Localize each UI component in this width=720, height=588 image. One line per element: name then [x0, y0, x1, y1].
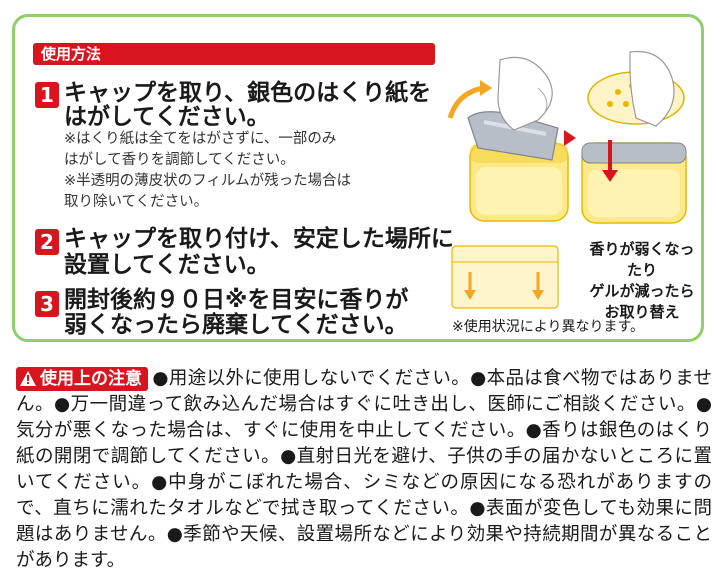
down-arrow-icon [602, 170, 618, 182]
hand-left-icon [497, 56, 553, 131]
step-3-number: 3 [35, 291, 59, 317]
hand-right-icon [629, 50, 675, 127]
rotate-arrowhead-icon [480, 80, 492, 96]
step-2-number: 2 [35, 229, 59, 255]
caution-paragraph: 使用上の注意●用途以外に使用しないでください。●本品は食べ物ではありません。●万… [16, 366, 712, 574]
caution-badge-label: 使用上の注意 [40, 369, 142, 389]
replace-note: 香りが弱くなったり ゲルが減ったら お取り替え [584, 239, 700, 323]
step-1-note-4: 取り除いてください。 [64, 194, 209, 210]
usage-header: 使用方法 [33, 43, 435, 65]
step-2-line-1: キャップを取り付け、安定した場所に [64, 226, 454, 252]
step-3-line-1: 開封後約９０日※を目安に香りが [64, 287, 409, 313]
step-1-note-2: はがして香りを調節してください。 [64, 152, 295, 168]
product-diagram [447, 50, 687, 309]
replace-line-2: ゲルが減ったら [589, 282, 695, 300]
caution-section: 使用上の注意●用途以外に使用しないでください。●本品は食べ物ではありません。●万… [16, 366, 712, 574]
step-1-note-3: ※半透明の薄皮状のフィルムが残った場合は [64, 173, 352, 189]
usage-footnote: ※使用状況により異なります。 [452, 319, 645, 335]
rotate-arrow-icon [447, 85, 485, 119]
usage-illustration: 香りが弱くなったり ゲルが減ったら お取り替え ※使用状況により異なります。 [440, 48, 700, 338]
step-1-line-1: キャップを取り、銀色のはくり紙を [64, 80, 432, 106]
caution-badge: 使用上の注意 [16, 367, 148, 391]
step-3-line-2: 弱くなったら廃棄してください。 [64, 312, 408, 338]
replace-line-1: 香りが弱くなったり [589, 240, 695, 279]
replace-line-3: お取り替え [604, 303, 680, 321]
warning-icon [20, 371, 36, 386]
caution-text: ●用途以外に使用しないでください。●本品は食べ物ではありません。●万一間違って飲… [16, 368, 712, 571]
step-2-line-2: 設置してください。 [64, 252, 270, 278]
container-right [581, 142, 687, 224]
step-1-note-1: ※はくり紙は全てをはがさずに、一部のみ [64, 131, 337, 147]
next-step-arrow-icon [564, 130, 576, 146]
gauge-arrow-left-icon [464, 290, 476, 300]
gel-gauge [451, 245, 559, 309]
step-1-number: 1 [35, 82, 59, 108]
gauge-arrow-right-icon [532, 290, 544, 300]
step-1-line-2: はがしてください。 [64, 104, 270, 130]
